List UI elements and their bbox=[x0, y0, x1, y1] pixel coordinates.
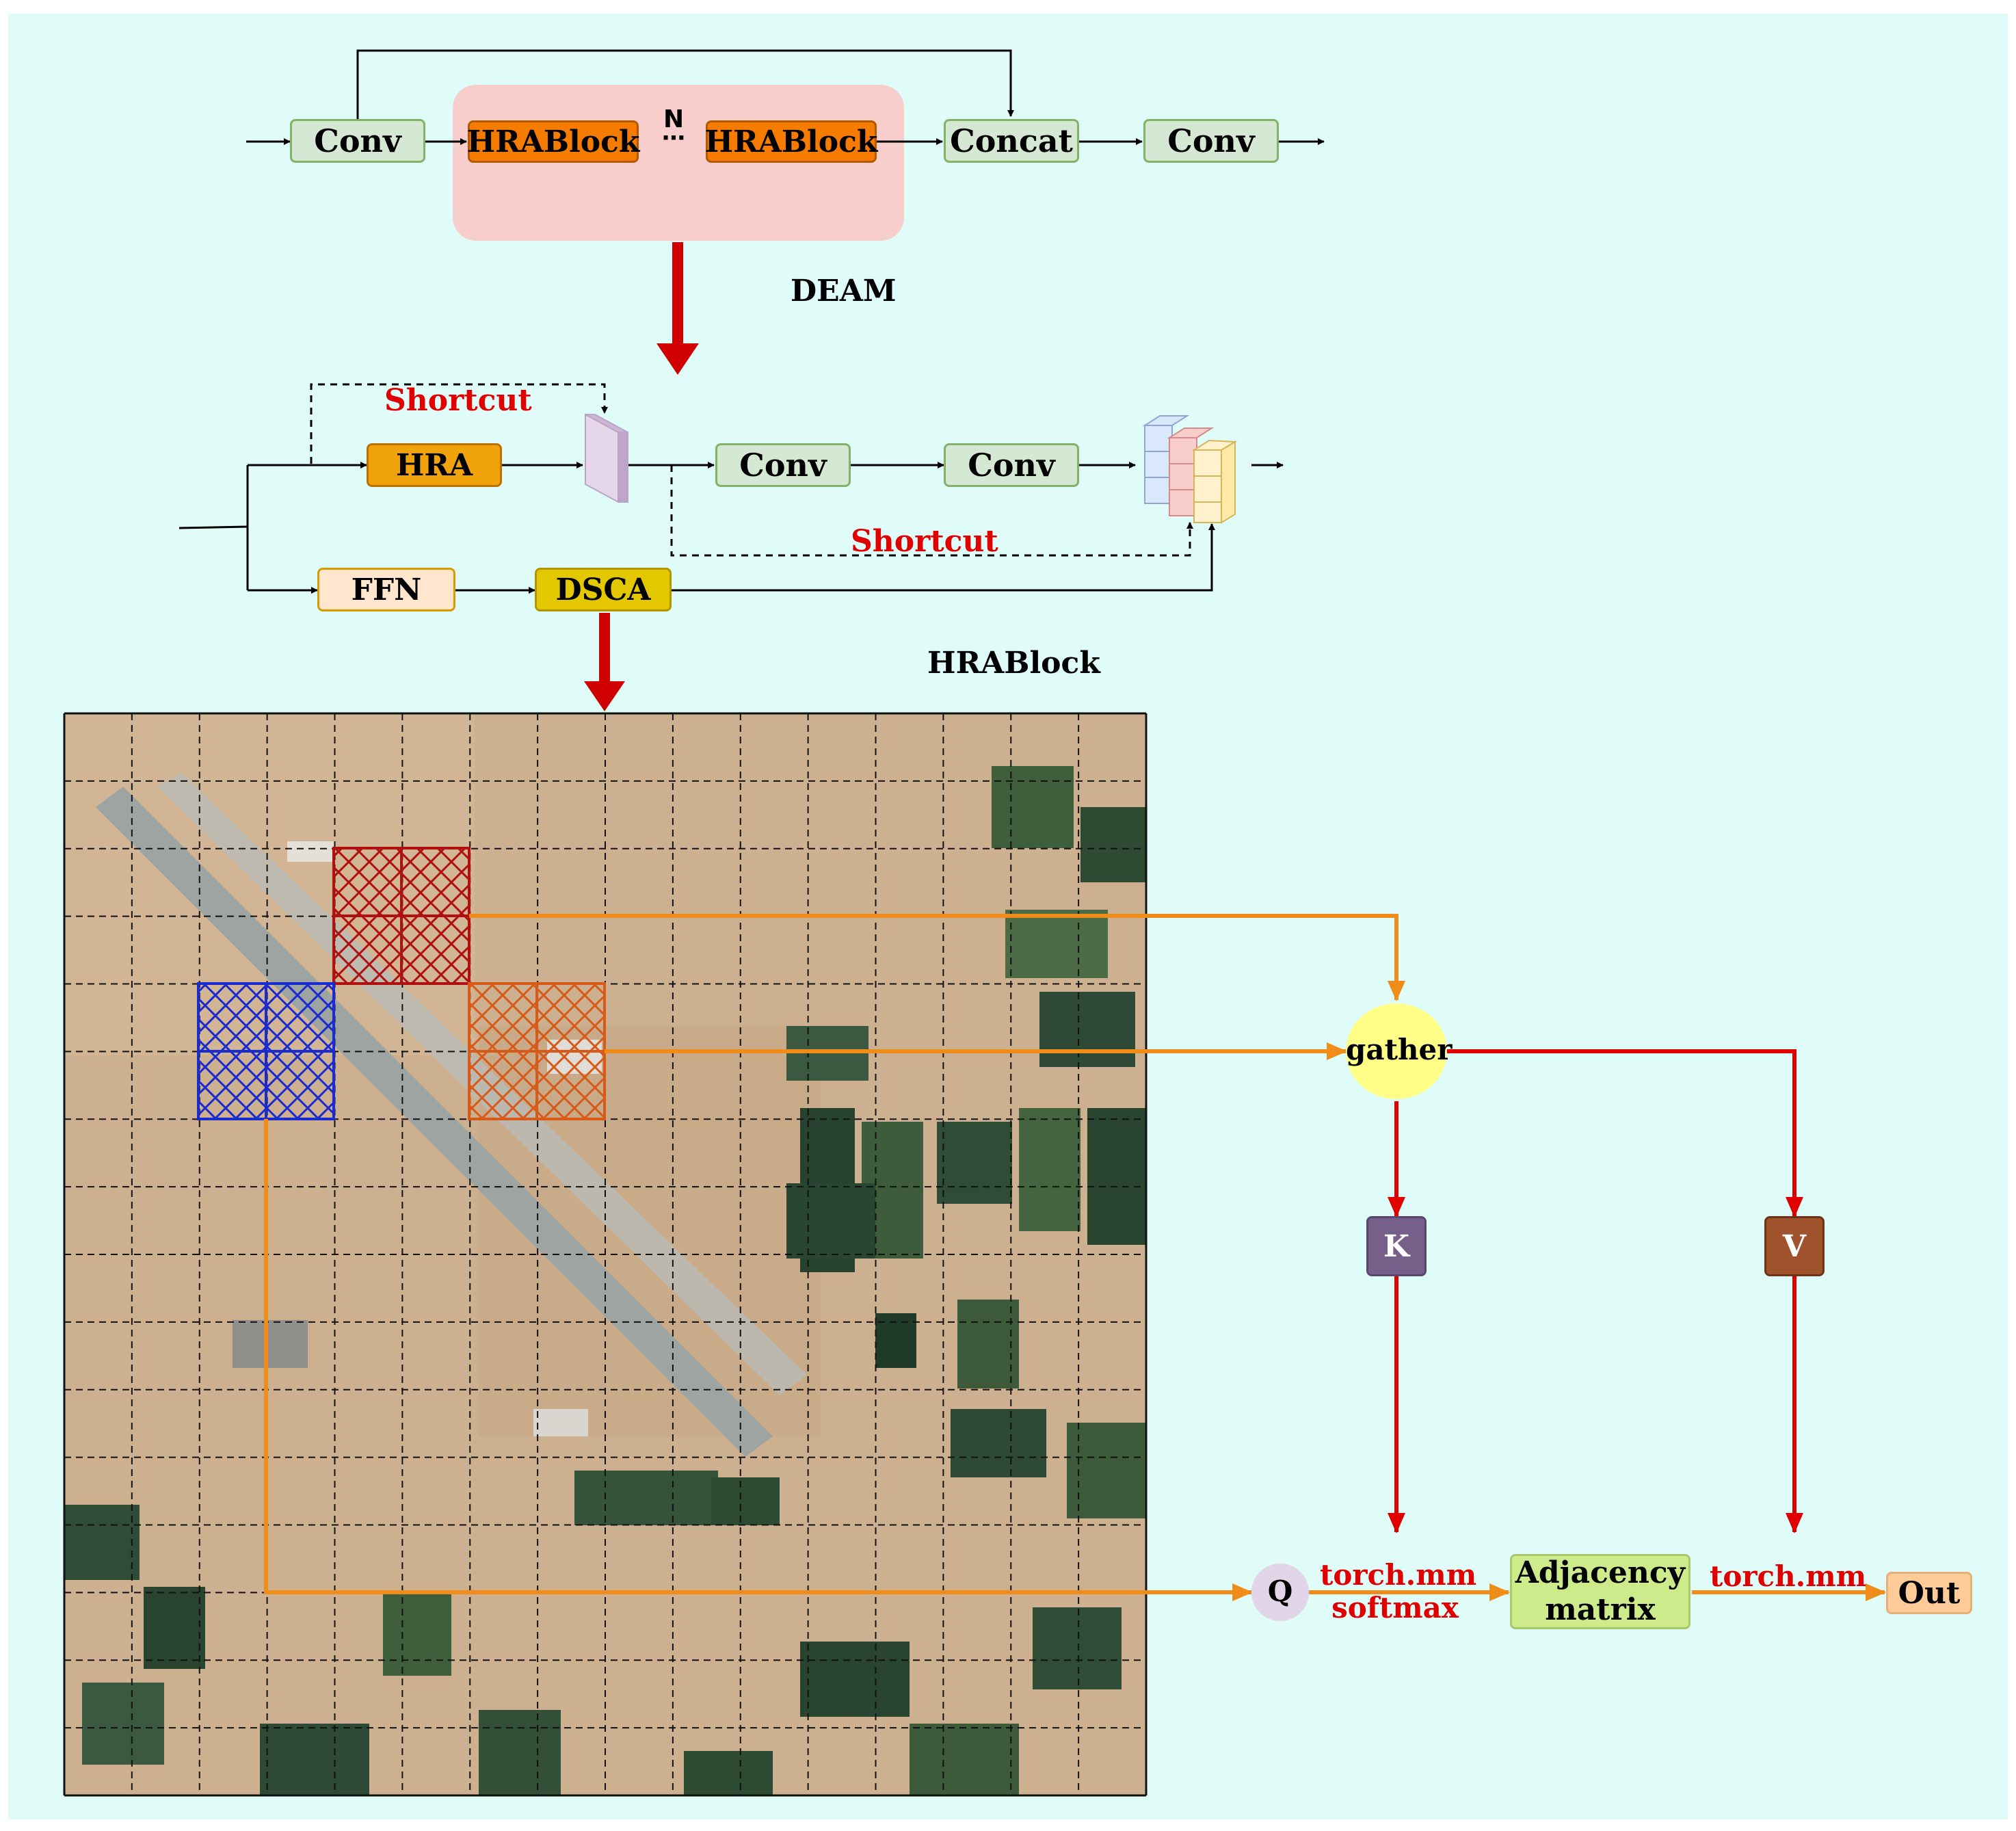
deam-concat: Concat bbox=[944, 119, 1079, 163]
op-torch-mm-softmax-line1: torch.mm bbox=[1320, 1558, 1477, 1592]
op-torch-mm-softmax-line2: softmax bbox=[1331, 1591, 1459, 1624]
v-node: V bbox=[1764, 1216, 1825, 1276]
deam-conv-input: Conv bbox=[290, 119, 425, 163]
deam-hrablock-1: HRABlock bbox=[467, 120, 639, 163]
map-grid bbox=[63, 712, 1148, 1797]
shortcut-bottom-label: Shortcut bbox=[851, 524, 998, 559]
q-label: Q bbox=[1267, 1575, 1293, 1608]
deam-caption: DEAM bbox=[791, 274, 897, 308]
region-blue-icon bbox=[197, 982, 335, 1120]
adjacency-label-line2: matrix bbox=[1545, 1592, 1656, 1627]
op-torch-mm-2: torch.mm bbox=[1710, 1559, 1867, 1593]
k-node: K bbox=[1366, 1216, 1427, 1276]
hrablock-conv-2: Conv bbox=[944, 443, 1079, 487]
feature-slab-icon bbox=[585, 413, 628, 503]
hra-box: HRA bbox=[367, 443, 502, 487]
region-orange-icon bbox=[468, 982, 606, 1120]
hrablock-caption: HRABlock bbox=[927, 646, 1100, 681]
shortcut-top-label: Shortcut bbox=[384, 383, 532, 418]
deam-repeat-label: N bbox=[663, 105, 685, 133]
q-node bbox=[1251, 1564, 1309, 1621]
deam-hrablock-2: HRABlock bbox=[705, 120, 877, 163]
feature-cube-icon bbox=[1142, 415, 1238, 524]
deam-conv-output: Conv bbox=[1143, 119, 1279, 163]
region-red-icon bbox=[332, 847, 470, 985]
gather-node bbox=[1346, 1003, 1447, 1099]
adjacency-matrix-box: Adjacency matrix bbox=[1510, 1554, 1690, 1629]
ffn-box: FFN bbox=[317, 568, 455, 611]
out-box: Out bbox=[1886, 1572, 1972, 1614]
deam-ellipsis: ⋯ bbox=[662, 124, 685, 152]
adjacency-label-line1: Adjacency bbox=[1515, 1555, 1686, 1590]
gather-label: gather bbox=[1346, 1033, 1453, 1066]
dsca-box: DSCA bbox=[535, 568, 672, 611]
hrablock-conv-1: Conv bbox=[715, 443, 851, 487]
